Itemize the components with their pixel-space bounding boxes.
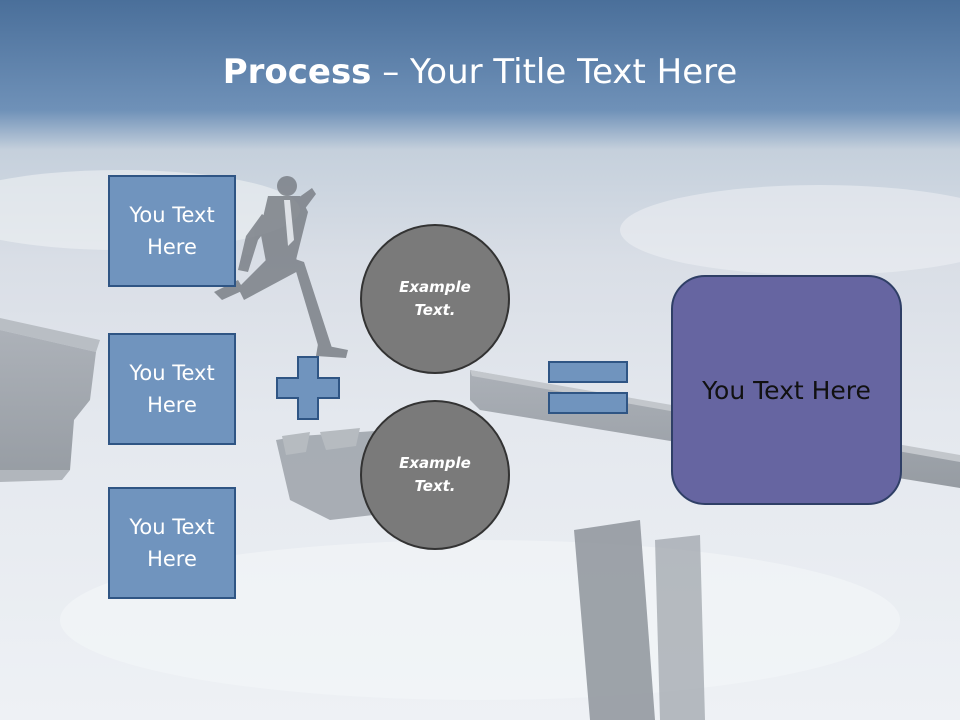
example-circle-1: Example Text. xyxy=(360,224,510,374)
result-box: You Text Here xyxy=(671,275,902,505)
text-box-3: You Text Here xyxy=(108,487,236,599)
text-box-2: You Text Here xyxy=(108,333,236,445)
text-box-2-line2: Here xyxy=(147,393,197,417)
example-circle-1-line2: Text. xyxy=(414,301,456,319)
example-circle-2-line1: Example xyxy=(399,454,471,472)
slide-title: Process – Your Title Text Here xyxy=(0,52,960,92)
text-box-1-line1: You Text xyxy=(129,203,215,227)
equals-icon xyxy=(548,361,628,414)
text-box-2-line1: You Text xyxy=(129,361,215,385)
example-circle-1-line1: Example xyxy=(399,278,471,296)
title-rest: – Your Title Text Here xyxy=(371,52,738,92)
title-bold: Process xyxy=(222,52,372,92)
example-circle-2: Example Text. xyxy=(360,400,510,550)
text-box-3-line2: Here xyxy=(147,547,197,571)
text-box-1: You Text Here xyxy=(108,175,236,287)
text-box-1-line2: Here xyxy=(147,235,197,259)
text-box-3-line1: You Text xyxy=(129,515,215,539)
result-text: You Text Here xyxy=(702,375,871,405)
plus-icon xyxy=(276,356,340,420)
example-circle-2-line2: Text. xyxy=(414,477,456,495)
